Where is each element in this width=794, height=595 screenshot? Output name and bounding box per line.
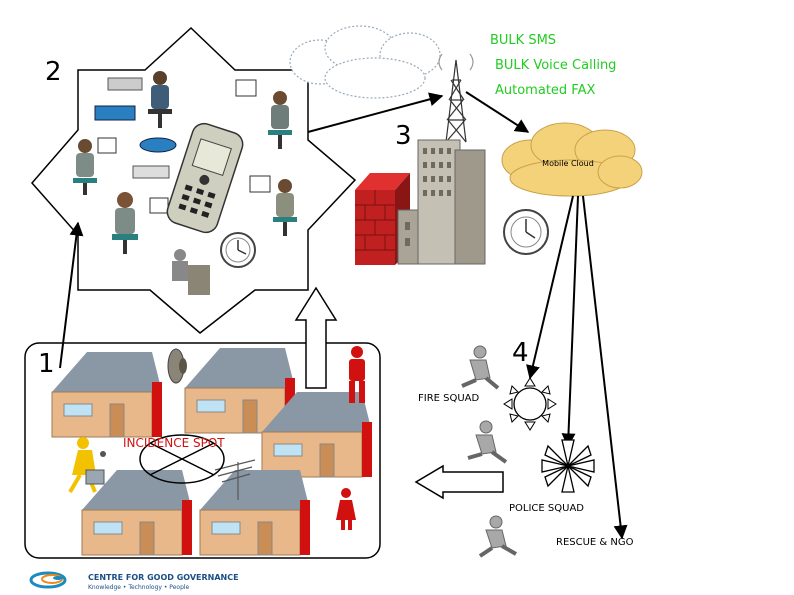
siren-icon [167,348,187,384]
arrow-incidence-to-callcenter [59,221,84,369]
bulk-sms-label: BULK SMS [490,33,556,48]
monitor-icon [149,197,169,214]
hollow-up-arrow [294,286,338,389]
mobile-phone-icon [166,122,244,234]
operator-figure [268,91,292,149]
fax-machine-icon [107,77,143,91]
mobile-cloud-icon [501,122,643,197]
house-icon [51,352,162,438]
fire-squad-symbol [503,377,557,431]
house-icon [261,392,372,478]
logo-tagline: Knowledge • Technology • People [88,584,190,591]
router-icon [139,137,177,153]
fire-squad-label: FIRE SQUAD [418,393,480,404]
arrow-cloud-to-police [561,195,579,448]
cgg-logo [29,571,67,589]
server-building-icon [397,139,486,265]
arrow-cloud-to-rescue [582,195,628,540]
police-squad-symbol [541,439,595,493]
fax-machine-icon [132,165,170,179]
step-2-label: 2 [45,57,62,87]
monitor-icon [97,137,117,154]
step-4-label: 4 [512,338,529,368]
person-red-icon [349,346,365,403]
arrow-tower-to-mobile-cloud [465,91,530,133]
hollow-left-arrow [414,464,504,500]
bulk-voice-label: BULK Voice Calling [495,58,616,73]
runner-icon [467,420,508,464]
operator-figure [148,71,172,128]
operator-figure [273,179,297,236]
arrow-cloud-to-fire [526,195,574,380]
step-3-label: 3 [395,121,412,151]
incidence-spot-label: INCIDENCE SPOT [123,436,225,450]
rescue-ngo-label: RESCUE & NGO [556,537,634,548]
runner-icon [478,515,517,558]
police-squad-label: POLICE SQUAD [509,503,584,514]
telecom-tower-icon [438,53,474,143]
person-with-phone-icon [68,437,106,494]
auto-fax-label: Automated FAX [495,83,595,98]
runner-icon [461,345,500,390]
mobile-cloud-label: Mobile Cloud [542,159,594,168]
person-red-icon [336,488,356,530]
operator-figure [172,249,210,295]
clock-icon [220,232,256,268]
monitor-icon [249,175,271,193]
network-cloud-icon [289,25,441,99]
step-1-label: 1 [38,349,55,379]
call-center-staff [73,71,297,295]
incidence-spot-marker [139,434,225,484]
house-icon [81,470,192,556]
operator-figure [112,192,138,254]
clock-icon [503,209,549,255]
operator-figure [73,139,97,195]
logo-name: CENTRE FOR GOOD GOVERNANCE [88,573,239,582]
monitor-icon [235,79,257,97]
arrow-callcenter-to-network [307,92,444,133]
network-switch-icon [94,105,136,121]
